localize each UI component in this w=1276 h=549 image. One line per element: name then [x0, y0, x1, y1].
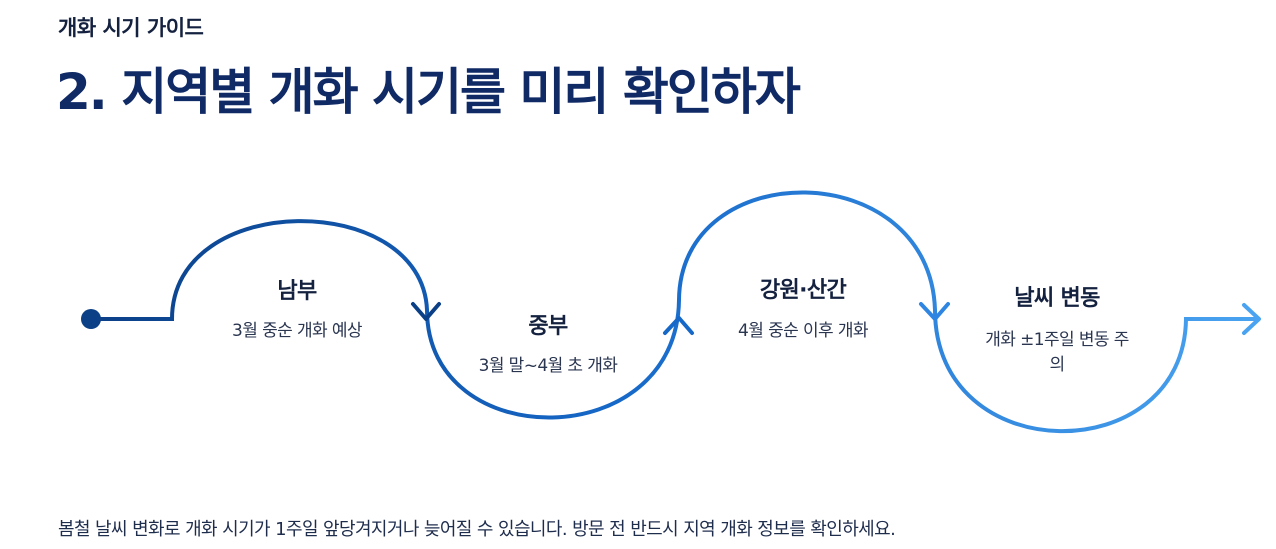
step-desc-line: 3월 말~4월 초 개화 [479, 356, 619, 376]
step-title: 강원·산간 [760, 278, 847, 303]
step-title: 남부 [277, 279, 317, 304]
section-eyebrow: 개화 시기 가이드 [58, 16, 204, 40]
step-desc-line: 개화 ±1주일 변동 주 [985, 330, 1129, 350]
down-arrow-icon-2 [919, 302, 950, 321]
flow-wave-line [89, 190, 1260, 434]
step-desc-line: 3월 중순 개화 예상 [232, 321, 363, 341]
step-south: 남부 3월 중순 개화 예상 [232, 279, 363, 341]
page-title: 2. 지역별 개화 시기를 미리 확인하자 [56, 63, 801, 121]
step-desc-line: 4월 중순 이후 개화 [738, 321, 869, 341]
up-arrow-icon [663, 316, 694, 335]
right-arrow-icon [1242, 303, 1261, 335]
step-title: 날씨 변동 [1014, 286, 1100, 311]
step-central: 중부 3월 말~4월 초 개화 [479, 314, 619, 376]
step-desc-line: 의 [1049, 355, 1064, 375]
step-weather-variation: 날씨 변동 개화 ±1주일 변동 주 의 [985, 286, 1129, 375]
down-arrow-icon-1 [411, 302, 441, 321]
step-title: 중부 [528, 314, 568, 339]
step-gangwon-mountain: 강원·산간 4월 중순 이후 개화 [738, 278, 869, 341]
footer-note: 봄철 날씨 변화로 개화 시기가 1주일 앞당겨지거나 늦어질 수 있습니다. … [58, 519, 896, 540]
